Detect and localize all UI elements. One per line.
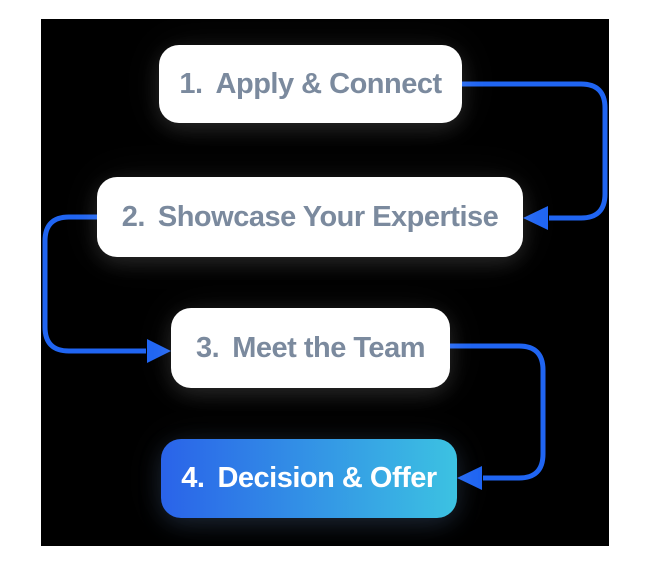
step-number: 1.	[179, 67, 203, 100]
connector-3-line	[450, 343, 546, 481]
step-label: Decision & Offer	[217, 462, 437, 494]
flowchart-panel: 1. Apply & Connect 2. Showcase Your Expe…	[41, 19, 609, 546]
step-label: Apply & Connect	[215, 67, 443, 100]
step-number: 3.	[196, 331, 220, 364]
connector-1-arrowhead-icon	[523, 206, 548, 230]
step-box-apply-connect: 1. Apply & Connect	[159, 45, 462, 123]
step-number: 4.	[181, 462, 205, 494]
step-box-meet-team: 3. Meet the Team	[171, 308, 450, 388]
connector-3-arrowhead-icon	[457, 466, 482, 490]
step-label: Showcase Your Expertise	[157, 200, 499, 233]
step-box-decision-offer: 4. Decision & Offer	[161, 439, 457, 518]
step-number: 2.	[121, 200, 146, 233]
connector-2-arrowhead-icon	[147, 339, 171, 363]
step-label: Meet the Team	[232, 331, 425, 364]
step-box-showcase-expertise: 2. Showcase Your Expertise	[97, 177, 523, 257]
